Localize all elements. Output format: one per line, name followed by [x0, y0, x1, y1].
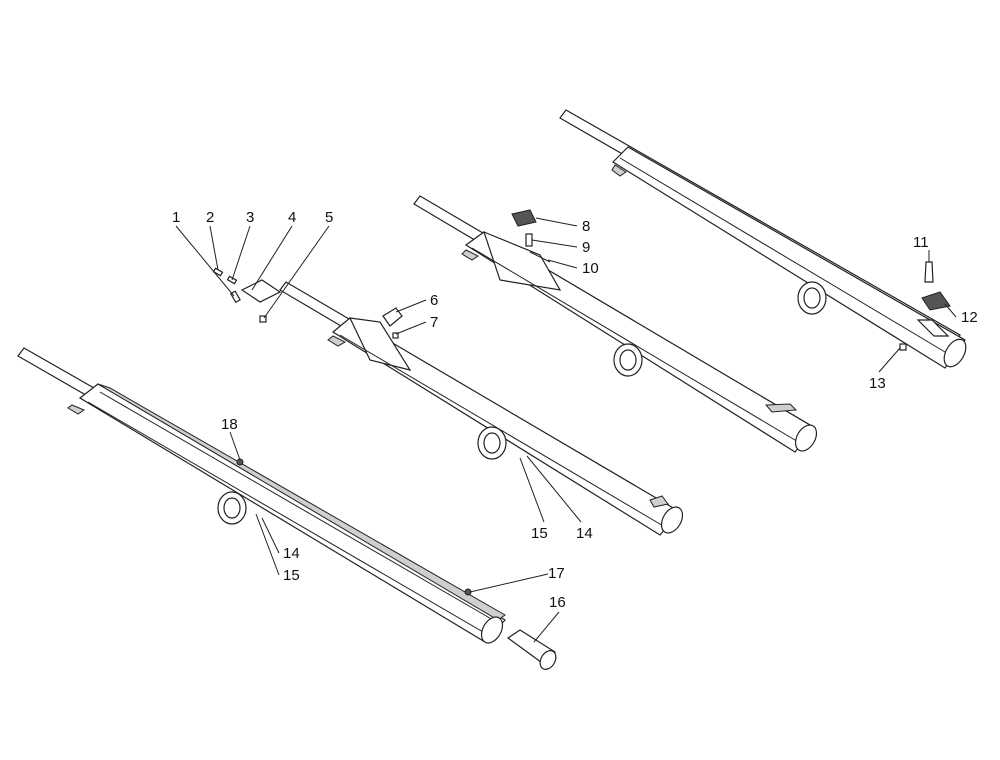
part-6-sight-block	[382, 307, 403, 327]
callout-15-center: 15	[531, 525, 548, 542]
part-4-plate	[240, 279, 282, 303]
callout-5: 5	[325, 209, 333, 226]
callout-1: 1	[172, 209, 180, 226]
callout-10: 10	[582, 260, 599, 277]
part-12-front-sight	[921, 291, 951, 311]
callout-14-left: 14	[283, 545, 300, 562]
callout-2: 2	[206, 209, 214, 226]
callout-6: 6	[430, 292, 438, 309]
callout-11: 11	[913, 234, 929, 251]
callout-9: 9	[582, 239, 590, 256]
callout-17: 17	[548, 565, 565, 582]
part-10-pin	[529, 251, 551, 263]
callout-18: 18	[221, 416, 238, 433]
barrel-b	[413, 195, 818, 453]
part-9-spring	[525, 233, 533, 247]
callout-7: 7	[430, 314, 438, 331]
part-7-screw	[392, 332, 399, 339]
callout-4: 4	[288, 209, 296, 226]
part-1-pin	[229, 290, 241, 304]
callout-16: 16	[549, 594, 566, 611]
part-2-spring	[212, 267, 224, 277]
callout-3: 3	[246, 209, 254, 226]
part-13-screw	[899, 343, 907, 351]
barrel-a	[559, 109, 967, 369]
callout-15-left: 15	[283, 567, 300, 584]
callout-13: 13	[869, 375, 886, 392]
barrel-d	[17, 347, 506, 644]
callout-labels: 1 2 3 4 5 6 7 8 9 10 11 12 13 14 15 14 1…	[172, 209, 978, 611]
callout-12: 12	[961, 309, 978, 326]
part-8-rear-sight	[511, 209, 537, 227]
part-11-bead	[924, 261, 934, 283]
part-5-screw	[259, 315, 267, 323]
leader-lines	[175, 217, 957, 643]
part-16-choke	[506, 629, 557, 670]
callout-14-center: 14	[576, 525, 593, 542]
callout-8: 8	[582, 218, 590, 235]
barrel-c	[279, 281, 684, 536]
